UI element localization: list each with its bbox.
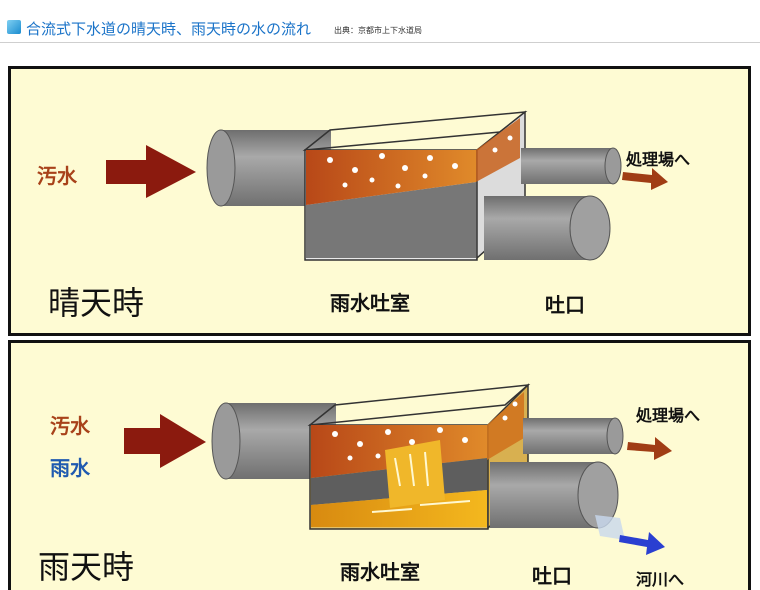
river-arrow [619, 532, 665, 555]
rainwater-label: 雨水 [50, 456, 90, 480]
dry-treatment-pipe [521, 147, 622, 185]
to-treatment-plant-label: 処理場へ [626, 150, 691, 169]
dry-treatment-arrow [622, 168, 668, 190]
sewage-label: 汚水 [37, 164, 77, 188]
dry-water-bubbles [327, 135, 513, 189]
rain-treatment-pipe [523, 417, 624, 455]
page-title: 合流式下水道の晴天時、雨天時の水の流れ [26, 20, 312, 38]
dry-outlet-pipe [484, 195, 611, 261]
outlet-label: 吐口 [545, 293, 585, 317]
rainwater-chamber-label: 雨水吐室 [340, 560, 420, 584]
rain-overflow-streaks [371, 451, 471, 513]
dry-weather-label: 晴天時 [48, 284, 145, 322]
sewage-label: 汚水 [50, 414, 90, 438]
to-river-label: 河川へ [636, 570, 685, 589]
outlet-label: 吐口 [532, 564, 572, 588]
bullet-icon [7, 20, 21, 34]
rainy-weather-label: 雨天時 [38, 548, 135, 586]
rain-inflow-arrow [124, 414, 206, 468]
rain-outlet-pipe [490, 461, 625, 540]
header-divider [0, 42, 760, 43]
dry-inflow-arrow [106, 145, 196, 198]
rainwater-chamber-label: 雨水吐室 [330, 291, 410, 315]
to-treatment-plant-label: 処理場へ [636, 406, 701, 425]
rain-treatment-arrow [627, 437, 672, 460]
rain-water-bubbles [332, 401, 518, 461]
dry-chamber [302, 110, 528, 261]
page-header: 合流式下水道の晴天時、雨天時の水の流れ 出典：京都市上下水道局 [0, 0, 760, 44]
source-note: 出典：京都市上下水道局 [334, 26, 422, 35]
